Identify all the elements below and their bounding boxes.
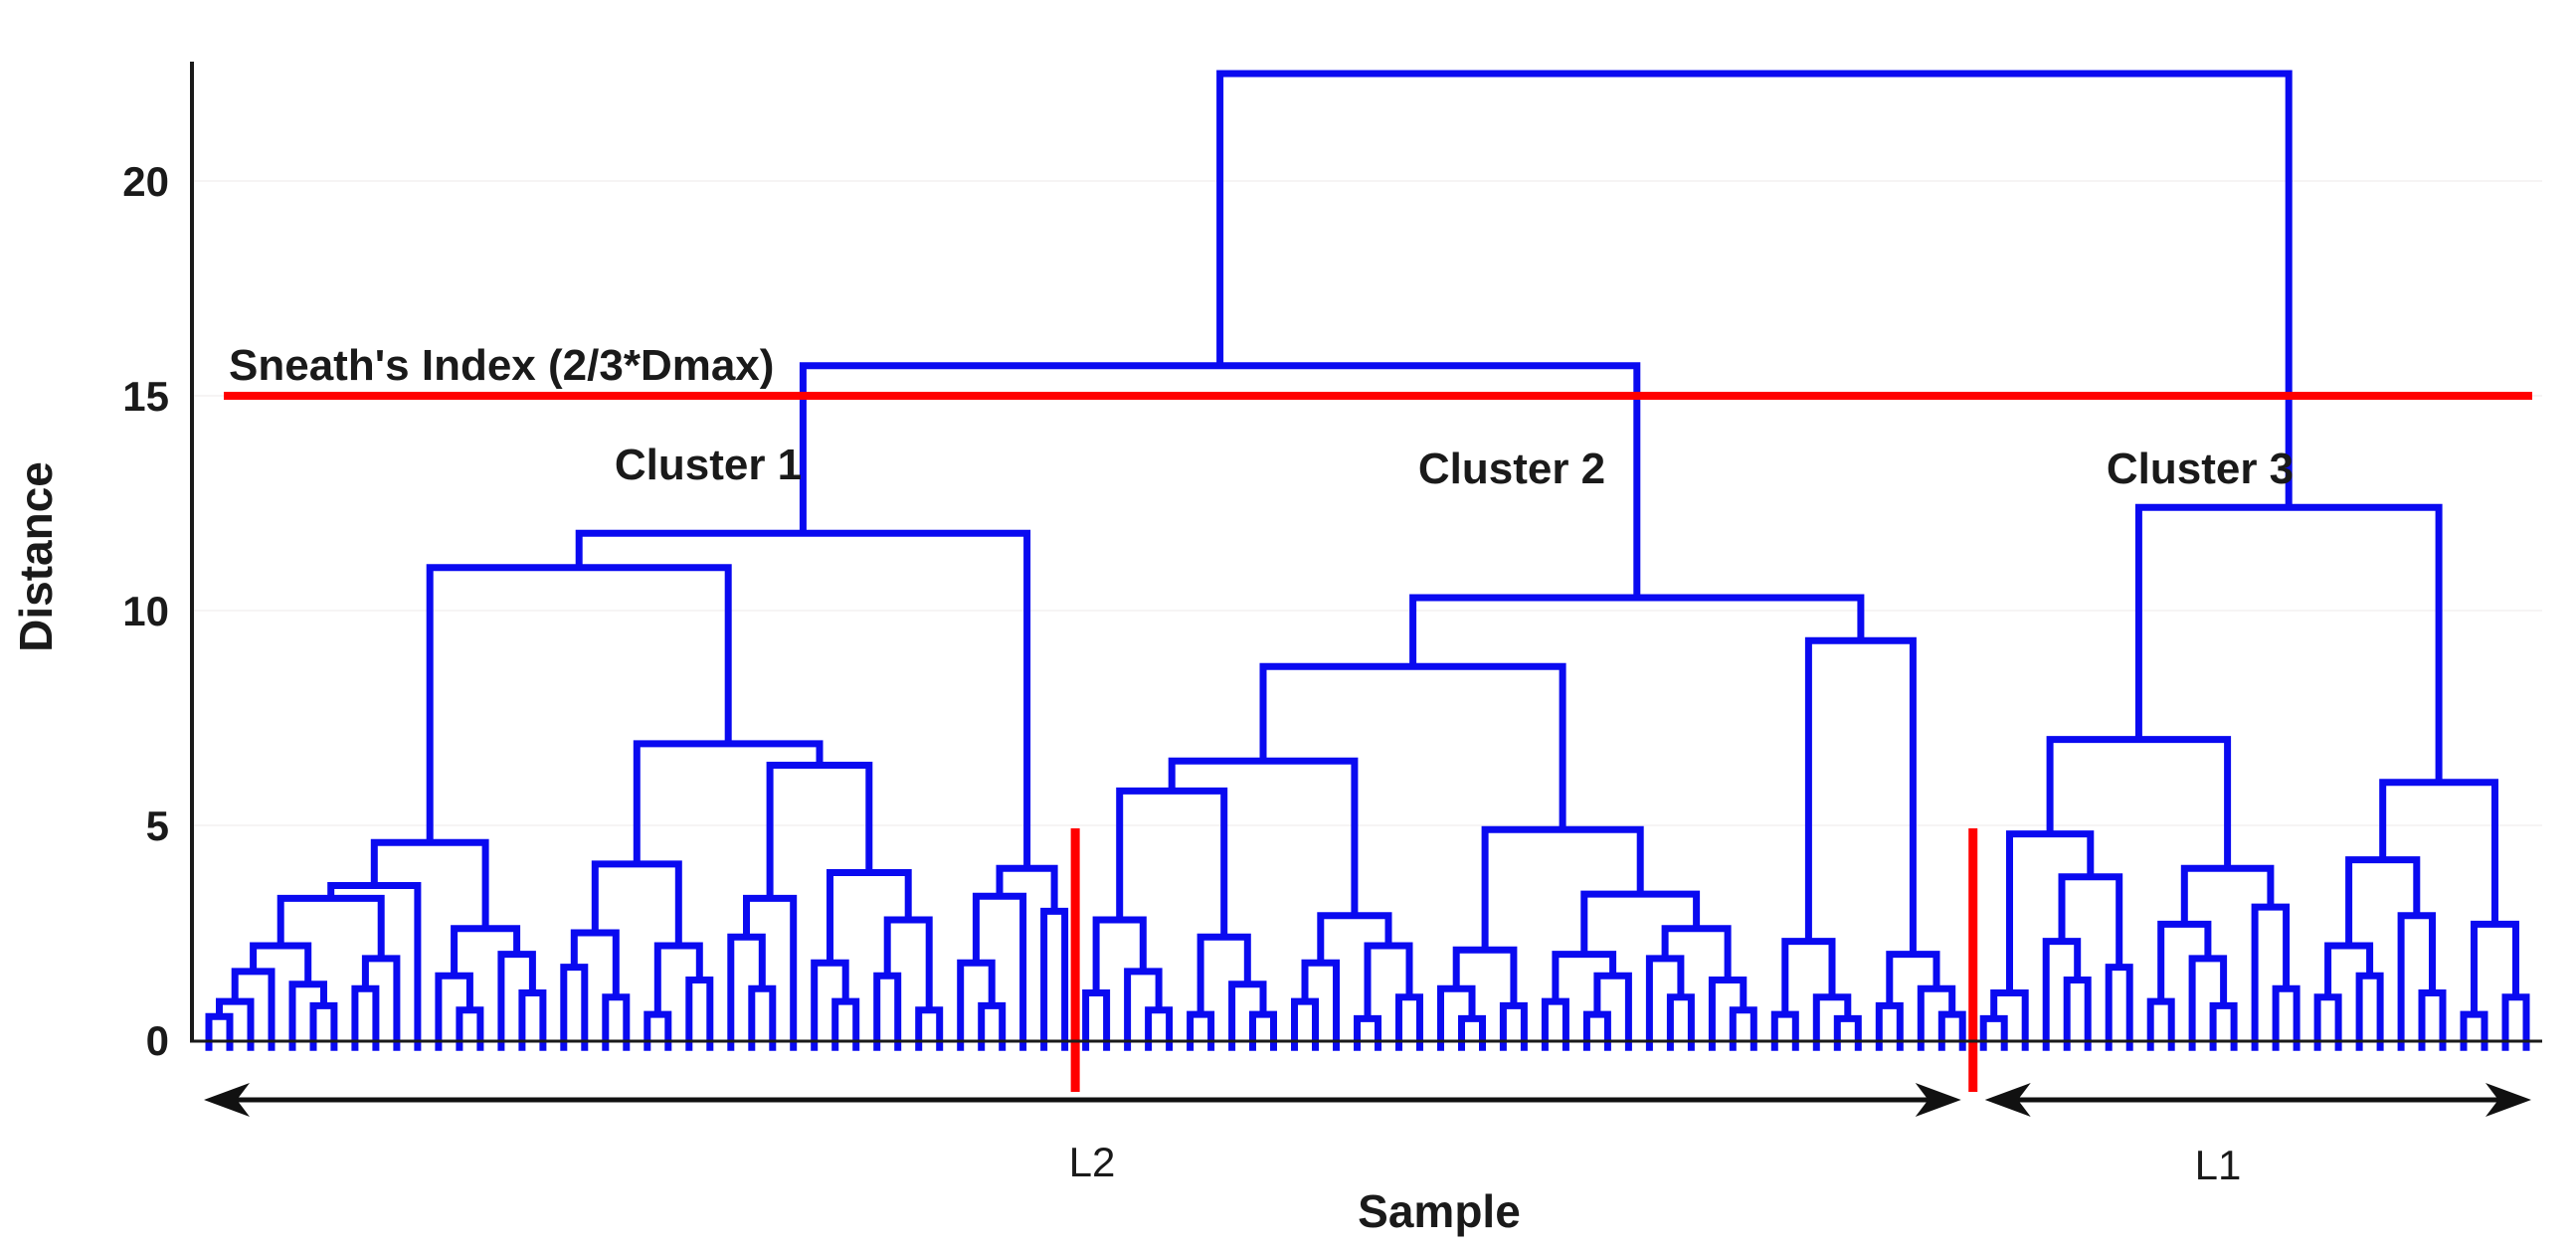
arrowhead-right-icon: [1915, 1083, 1961, 1117]
arrowhead-left-icon: [1984, 1083, 2031, 1117]
y-tick-0: 0: [146, 1017, 169, 1064]
dendrogram-links: [205, 70, 2530, 1051]
x-axis-title: Sample: [1358, 1185, 1521, 1237]
sneath-index-label: Sneath's Index (2/3*Dmax): [229, 341, 774, 390]
gridlines: [194, 180, 2542, 826]
group-l2-label: L2: [1069, 1139, 1116, 1185]
cluster-2-label: Cluster 2: [1418, 445, 1605, 493]
dendrogram-tree: [205, 70, 2530, 1051]
chart-overlays: [204, 392, 2532, 1117]
cluster-1-label: Cluster 1: [615, 441, 802, 489]
y-tick-10: 10: [122, 588, 169, 634]
arrowhead-right-icon: [2485, 1083, 2531, 1117]
arrowhead-left-icon: [204, 1083, 250, 1117]
group-l1-label: L1: [2195, 1142, 2242, 1188]
y-tick-15: 15: [122, 373, 169, 420]
y-tick-20: 20: [122, 158, 169, 205]
y-tick-5: 5: [146, 802, 169, 849]
cluster-3-label: Cluster 3: [2107, 445, 2294, 493]
y-axis-title: Distance: [10, 461, 62, 652]
